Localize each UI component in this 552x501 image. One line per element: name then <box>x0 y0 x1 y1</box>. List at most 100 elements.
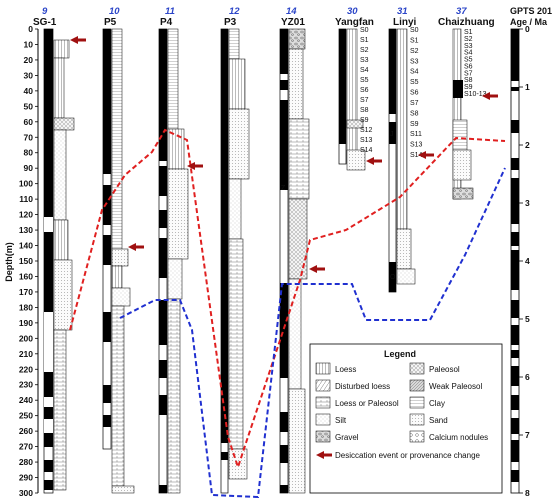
soil-unit-label: S6 <box>464 63 473 70</box>
column-number: 30 <box>347 6 358 17</box>
depth-tick-label: 100 <box>19 179 33 189</box>
legend-swatch-calcium-nodules <box>409 430 425 443</box>
polarity-mark: J <box>390 131 394 138</box>
column-name: Chaizhuang <box>438 17 495 28</box>
column-name: SG-1 <box>33 17 57 28</box>
age-tick-label: 3 <box>525 198 530 208</box>
legend-arrow-label: Desiccation event or provenance change <box>335 451 481 460</box>
soil-unit-label: S3 <box>464 43 473 50</box>
depth-tick-label: 60 <box>24 117 34 127</box>
depth-tick-label: 240 <box>19 395 33 405</box>
column-yz01: Z <box>279 28 310 494</box>
depth-tick-label: 80 <box>24 148 34 158</box>
depth-tick-label: 120 <box>19 210 33 220</box>
depth-tick-label: 210 <box>19 349 33 359</box>
desiccation-arrow <box>366 157 382 165</box>
soil-unit-label: S9 <box>410 121 419 128</box>
depth-tick-label: 290 <box>19 473 33 483</box>
legend-swatch-loess-or-paleosol <box>315 396 331 409</box>
soil-unit-label: S0 <box>410 27 419 34</box>
column-sg1 <box>43 28 75 494</box>
legend-swatch-sand <box>409 413 425 426</box>
legend-label: Loess or Paleosol <box>335 399 399 408</box>
legend-label: Disturbed loess <box>335 382 390 391</box>
red-correlation-line <box>69 128 506 471</box>
age-tick-label: 1 <box>525 82 530 92</box>
depth-tick-label: 20 <box>24 55 34 65</box>
soil-unit-label: S3 <box>360 57 369 64</box>
legend-label: Gravel <box>335 433 359 442</box>
age-tick-label: 8 <box>525 488 530 498</box>
legend: Legend Loess Paleosol Disturbed loess We… <box>309 343 503 494</box>
legend-title: Legend <box>384 349 416 359</box>
legend-label: Weak Paleosol <box>429 382 482 391</box>
desiccation-arrow <box>128 243 144 251</box>
depth-tick-label: 40 <box>24 86 34 96</box>
depth-tick-label: 110 <box>19 194 33 204</box>
depth-tick-label: 220 <box>19 364 33 374</box>
blue-correlation-line <box>119 167 506 499</box>
depth-tick-label: 200 <box>19 333 33 343</box>
column-number: 9 <box>42 6 48 17</box>
column-name: Linyi <box>393 17 417 28</box>
soil-unit-label: S5 <box>410 79 419 86</box>
gpts-title: GPTS 2012 <box>510 6 552 16</box>
legend-swatch-paleosol <box>409 362 425 375</box>
column-number: 31 <box>397 6 408 17</box>
depth-tick-label: 0 <box>28 24 33 34</box>
soil-unit-label: S6 <box>410 90 419 97</box>
column-p4 <box>158 28 189 494</box>
soil-unit-label: S12 <box>360 127 373 134</box>
legend-arrow-icon <box>316 451 332 459</box>
depth-tick-label: 70 <box>24 132 34 142</box>
age-tick-label: 7 <box>525 430 530 440</box>
legend-swatch-loess <box>315 362 331 375</box>
soil-unit-label: S10-13 <box>464 91 487 98</box>
legend-swatch-disturbed-loess <box>315 379 331 392</box>
depth-tick-label: 140 <box>19 241 33 251</box>
depth-tick-label: 150 <box>19 256 33 266</box>
soil-unit-label: S3 <box>410 58 419 65</box>
soil-unit-label: S4 <box>464 50 473 57</box>
legend-label: Silt <box>335 416 347 425</box>
depth-tick-label: 30 <box>24 70 34 80</box>
column-number: 11 <box>165 6 175 17</box>
depth-tick-label: 280 <box>19 457 33 467</box>
column-name: YZ01 <box>281 17 305 28</box>
soil-unit-label: S6 <box>360 87 369 94</box>
soil-unit-label: S2 <box>410 48 419 55</box>
depth-tick-label: 50 <box>24 101 34 111</box>
legend-label: Calcium nodules <box>429 433 488 442</box>
soil-unit-label: S9 <box>360 117 369 124</box>
desiccation-arrow <box>70 36 86 44</box>
soil-unit-label: S14 <box>360 147 373 154</box>
column-number: 14 <box>286 6 297 17</box>
depth-tick-label: 230 <box>19 380 33 390</box>
depth-tick-label: 300 <box>19 488 33 498</box>
age-tick-label: 5 <box>525 314 530 324</box>
column-name: P4 <box>160 17 173 28</box>
depth-tick-label: 130 <box>19 225 33 235</box>
soil-unit-label: S8 <box>464 77 473 84</box>
depth-tick-label: 180 <box>19 302 33 312</box>
legend-swatch-weak-paleosol <box>409 379 425 392</box>
column-name: P3 <box>224 17 237 28</box>
column-p5 <box>102 28 135 494</box>
age-tick-label: 6 <box>525 372 530 382</box>
depth-tick-label: 270 <box>19 442 33 452</box>
soil-unit-label: S1 <box>410 37 419 44</box>
column-number: 12 <box>229 6 240 17</box>
column-number: 37 <box>456 6 467 17</box>
legend-label: Paleosol <box>429 365 460 374</box>
soil-unit-label: S13 <box>410 142 423 149</box>
column-name: Yangfan <box>335 17 374 28</box>
depth-tick-label: 160 <box>19 271 33 281</box>
depth-tick-label: 250 <box>19 411 33 421</box>
age-tick-label: 2 <box>525 140 530 150</box>
